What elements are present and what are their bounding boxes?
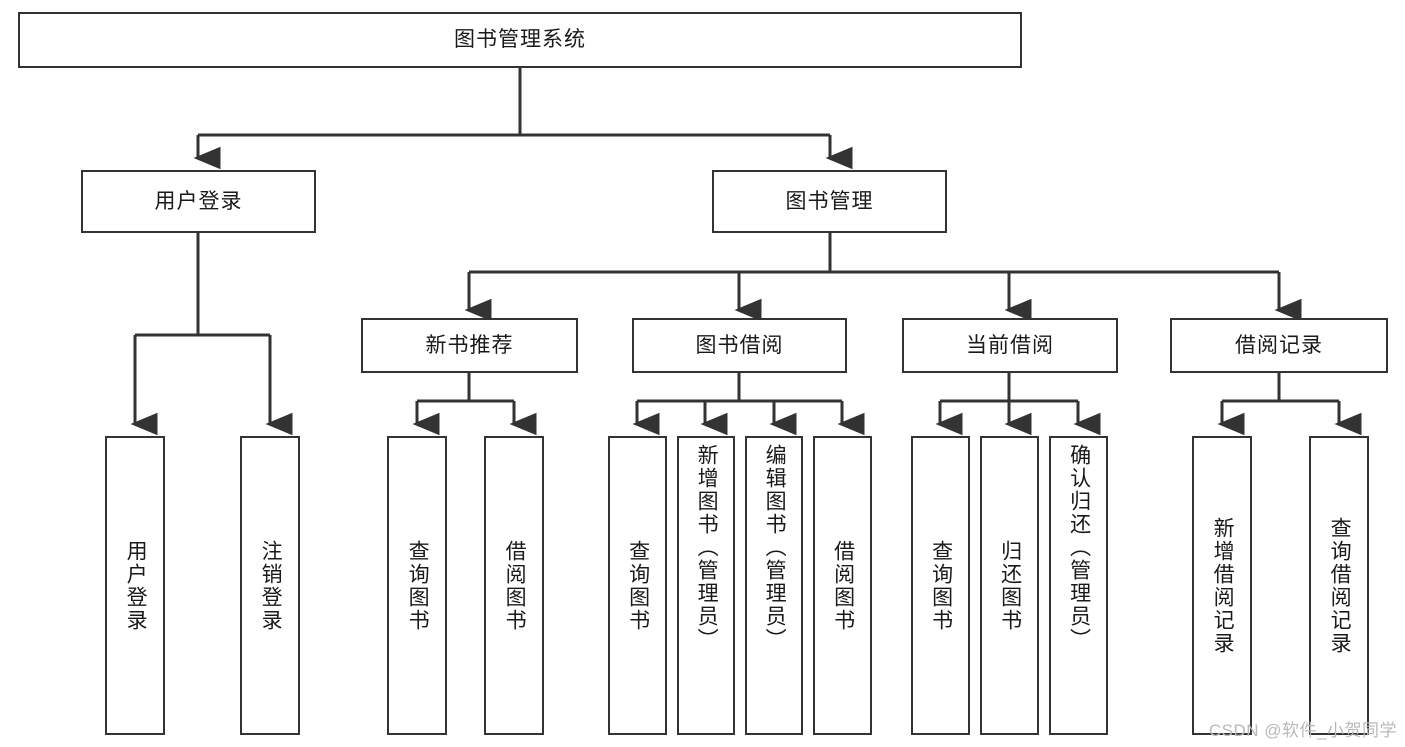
node-book-management[interactable]: 图书管理 [712,170,947,233]
node-current-borrow[interactable]: 当前借阅 [902,318,1118,373]
node-book-borrow[interactable]: 图书借阅 [632,318,847,373]
leaf-return-books[interactable]: 归还图书 [980,436,1039,735]
leaf-query-borrow-record[interactable]: 查询借阅记录 [1309,436,1369,735]
leaf-query-books-borrow[interactable]: 查询图书 [608,436,667,735]
leaf-query-books-current[interactable]: 查询图书 [911,436,970,735]
leaf-borrow-books-newbook[interactable]: 借阅图书 [484,436,544,735]
leaf-add-book-admin[interactable]: 新增图书（管理员） [677,436,735,735]
leaf-borrow-books[interactable]: 借阅图书 [813,436,872,735]
leaf-logout[interactable]: 注销登录 [240,436,300,735]
csdn-watermark: CSDN @软件_小贺同学 [1208,721,1397,740]
leaf-confirm-return-admin[interactable]: 确认归还（管理员） [1049,436,1108,735]
node-root[interactable]: 图书管理系统 [18,12,1022,68]
node-new-book-recommend[interactable]: 新书推荐 [361,318,578,373]
leaf-add-borrow-record[interactable]: 新增借阅记录 [1192,436,1252,735]
node-user-login[interactable]: 用户登录 [81,170,316,233]
leaf-user-login[interactable]: 用户登录 [105,436,165,735]
leaf-edit-book-admin[interactable]: 编辑图书（管理员） [745,436,803,735]
leaf-query-books-newbook[interactable]: 查询图书 [387,436,447,735]
node-borrow-records[interactable]: 借阅记录 [1170,318,1388,373]
